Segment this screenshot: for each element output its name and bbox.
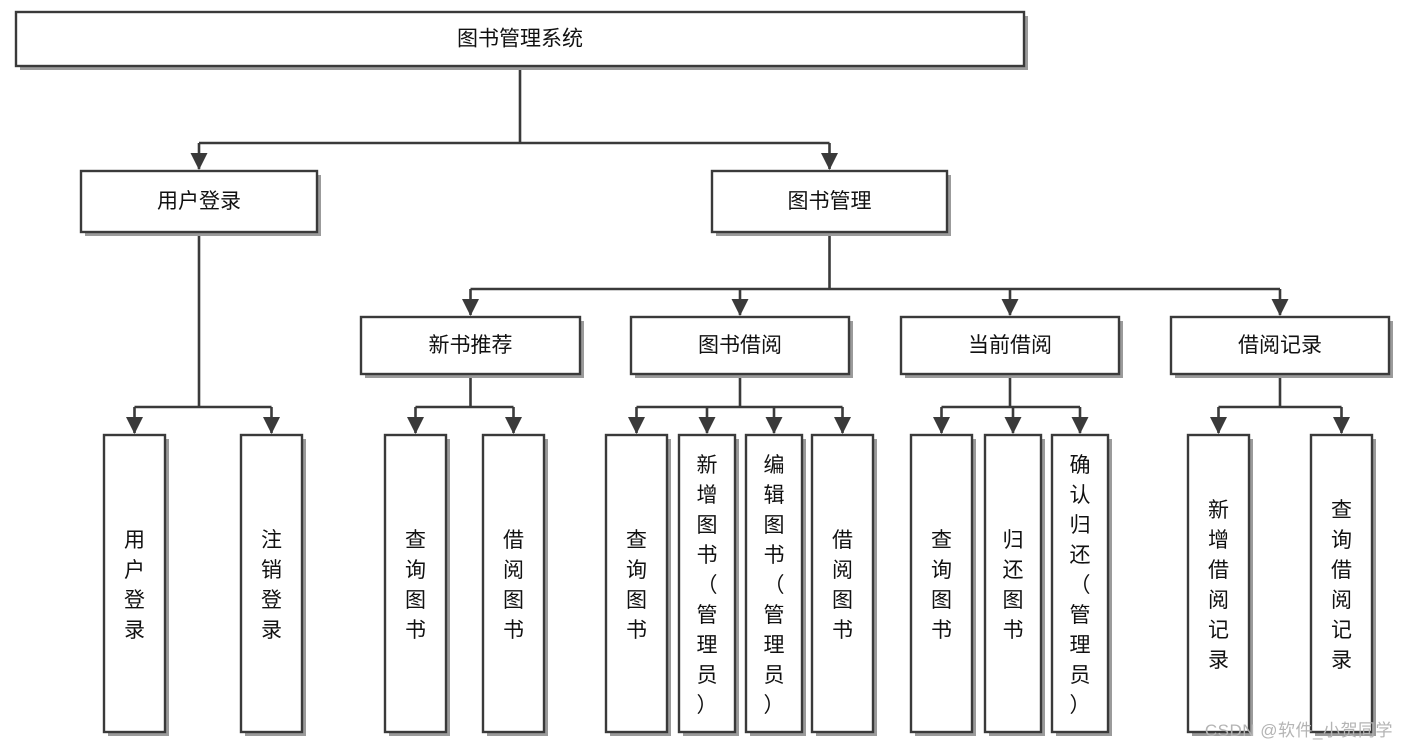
node-label: 用户登录: [124, 529, 145, 642]
connector-group-book-borrow: [628, 374, 851, 434]
node-new-book-rec[interactable]: 新书推荐: [359, 315, 584, 378]
node-root[interactable]: 图书管理系统: [14, 10, 1028, 70]
node-leaf-query-record[interactable]: 查询借阅记录: [1309, 433, 1376, 736]
node-label: 查询图书: [931, 529, 952, 642]
node-label: 查询借阅记录: [1331, 499, 1352, 672]
node-leaf-user-login[interactable]: 用户登录: [102, 433, 169, 736]
node-label: 当前借阅: [968, 334, 1052, 357]
csdn-watermark: CSDN @软件_小贺同学: [1204, 721, 1393, 740]
node-label: 新增图书（管理员）: [697, 454, 718, 717]
node-label: 借阅图书: [503, 529, 524, 642]
node-user-login[interactable]: 用户登录: [79, 169, 321, 236]
connector-group-book-mgmt: [462, 232, 1289, 316]
node-label: 借阅图书: [832, 529, 853, 642]
node-current-borrow[interactable]: 当前借阅: [899, 315, 1123, 378]
node-label: 用户登录: [157, 190, 241, 213]
node-leaf-edit-book[interactable]: 编辑图书（管理员）: [744, 433, 806, 736]
node-label: 图书管理系统: [457, 28, 583, 51]
node-label: 归还图书: [1003, 529, 1024, 642]
node-label: 新书推荐: [429, 334, 513, 357]
node-leaf-logout[interactable]: 注销登录: [239, 433, 306, 736]
node-leaf-add-record[interactable]: 新增借阅记录: [1186, 433, 1253, 736]
node-leaf-confirm-return[interactable]: 确认归还（管理员）: [1050, 433, 1112, 736]
node-label: 新增借阅记录: [1208, 499, 1229, 672]
node-leaf-return-book[interactable]: 归还图书: [983, 433, 1045, 736]
node-book-mgmt[interactable]: 图书管理: [710, 169, 951, 236]
node-leaf-query-book-2[interactable]: 查询图书: [604, 433, 671, 736]
node-label: 编辑图书（管理员）: [764, 454, 785, 717]
node-label: 查询图书: [626, 529, 647, 642]
node-label: 查询图书: [405, 529, 426, 642]
connector-group-new-book-rec: [407, 374, 522, 434]
node-label: 图书借阅: [698, 334, 782, 357]
connector-layer: [126, 66, 1350, 434]
node-leaf-add-book[interactable]: 新增图书（管理员）: [677, 433, 739, 736]
node-book-borrow[interactable]: 图书借阅: [629, 315, 853, 378]
connector-group-current-borrow: [933, 374, 1089, 434]
connector-group-root: [190, 66, 838, 170]
node-layer: 图书管理系统用户登录图书管理新书推荐图书借阅当前借阅借阅记录用户登录注销登录查询…: [14, 10, 1393, 736]
node-borrow-record[interactable]: 借阅记录: [1169, 315, 1393, 378]
node-label: 借阅记录: [1238, 334, 1322, 357]
node-leaf-query-book-3[interactable]: 查询图书: [909, 433, 976, 736]
node-label: 确认归还（管理员）: [1070, 454, 1091, 717]
node-leaf-borrow-book-1[interactable]: 借阅图书: [481, 433, 548, 736]
node-leaf-query-book-1[interactable]: 查询图书: [383, 433, 450, 736]
connector-group-user-login: [126, 232, 280, 434]
connector-group-borrow-record: [1210, 374, 1350, 434]
node-label: 注销登录: [261, 529, 282, 642]
node-label: 图书管理: [788, 190, 872, 213]
node-leaf-borrow-book-2[interactable]: 借阅图书: [810, 433, 877, 736]
